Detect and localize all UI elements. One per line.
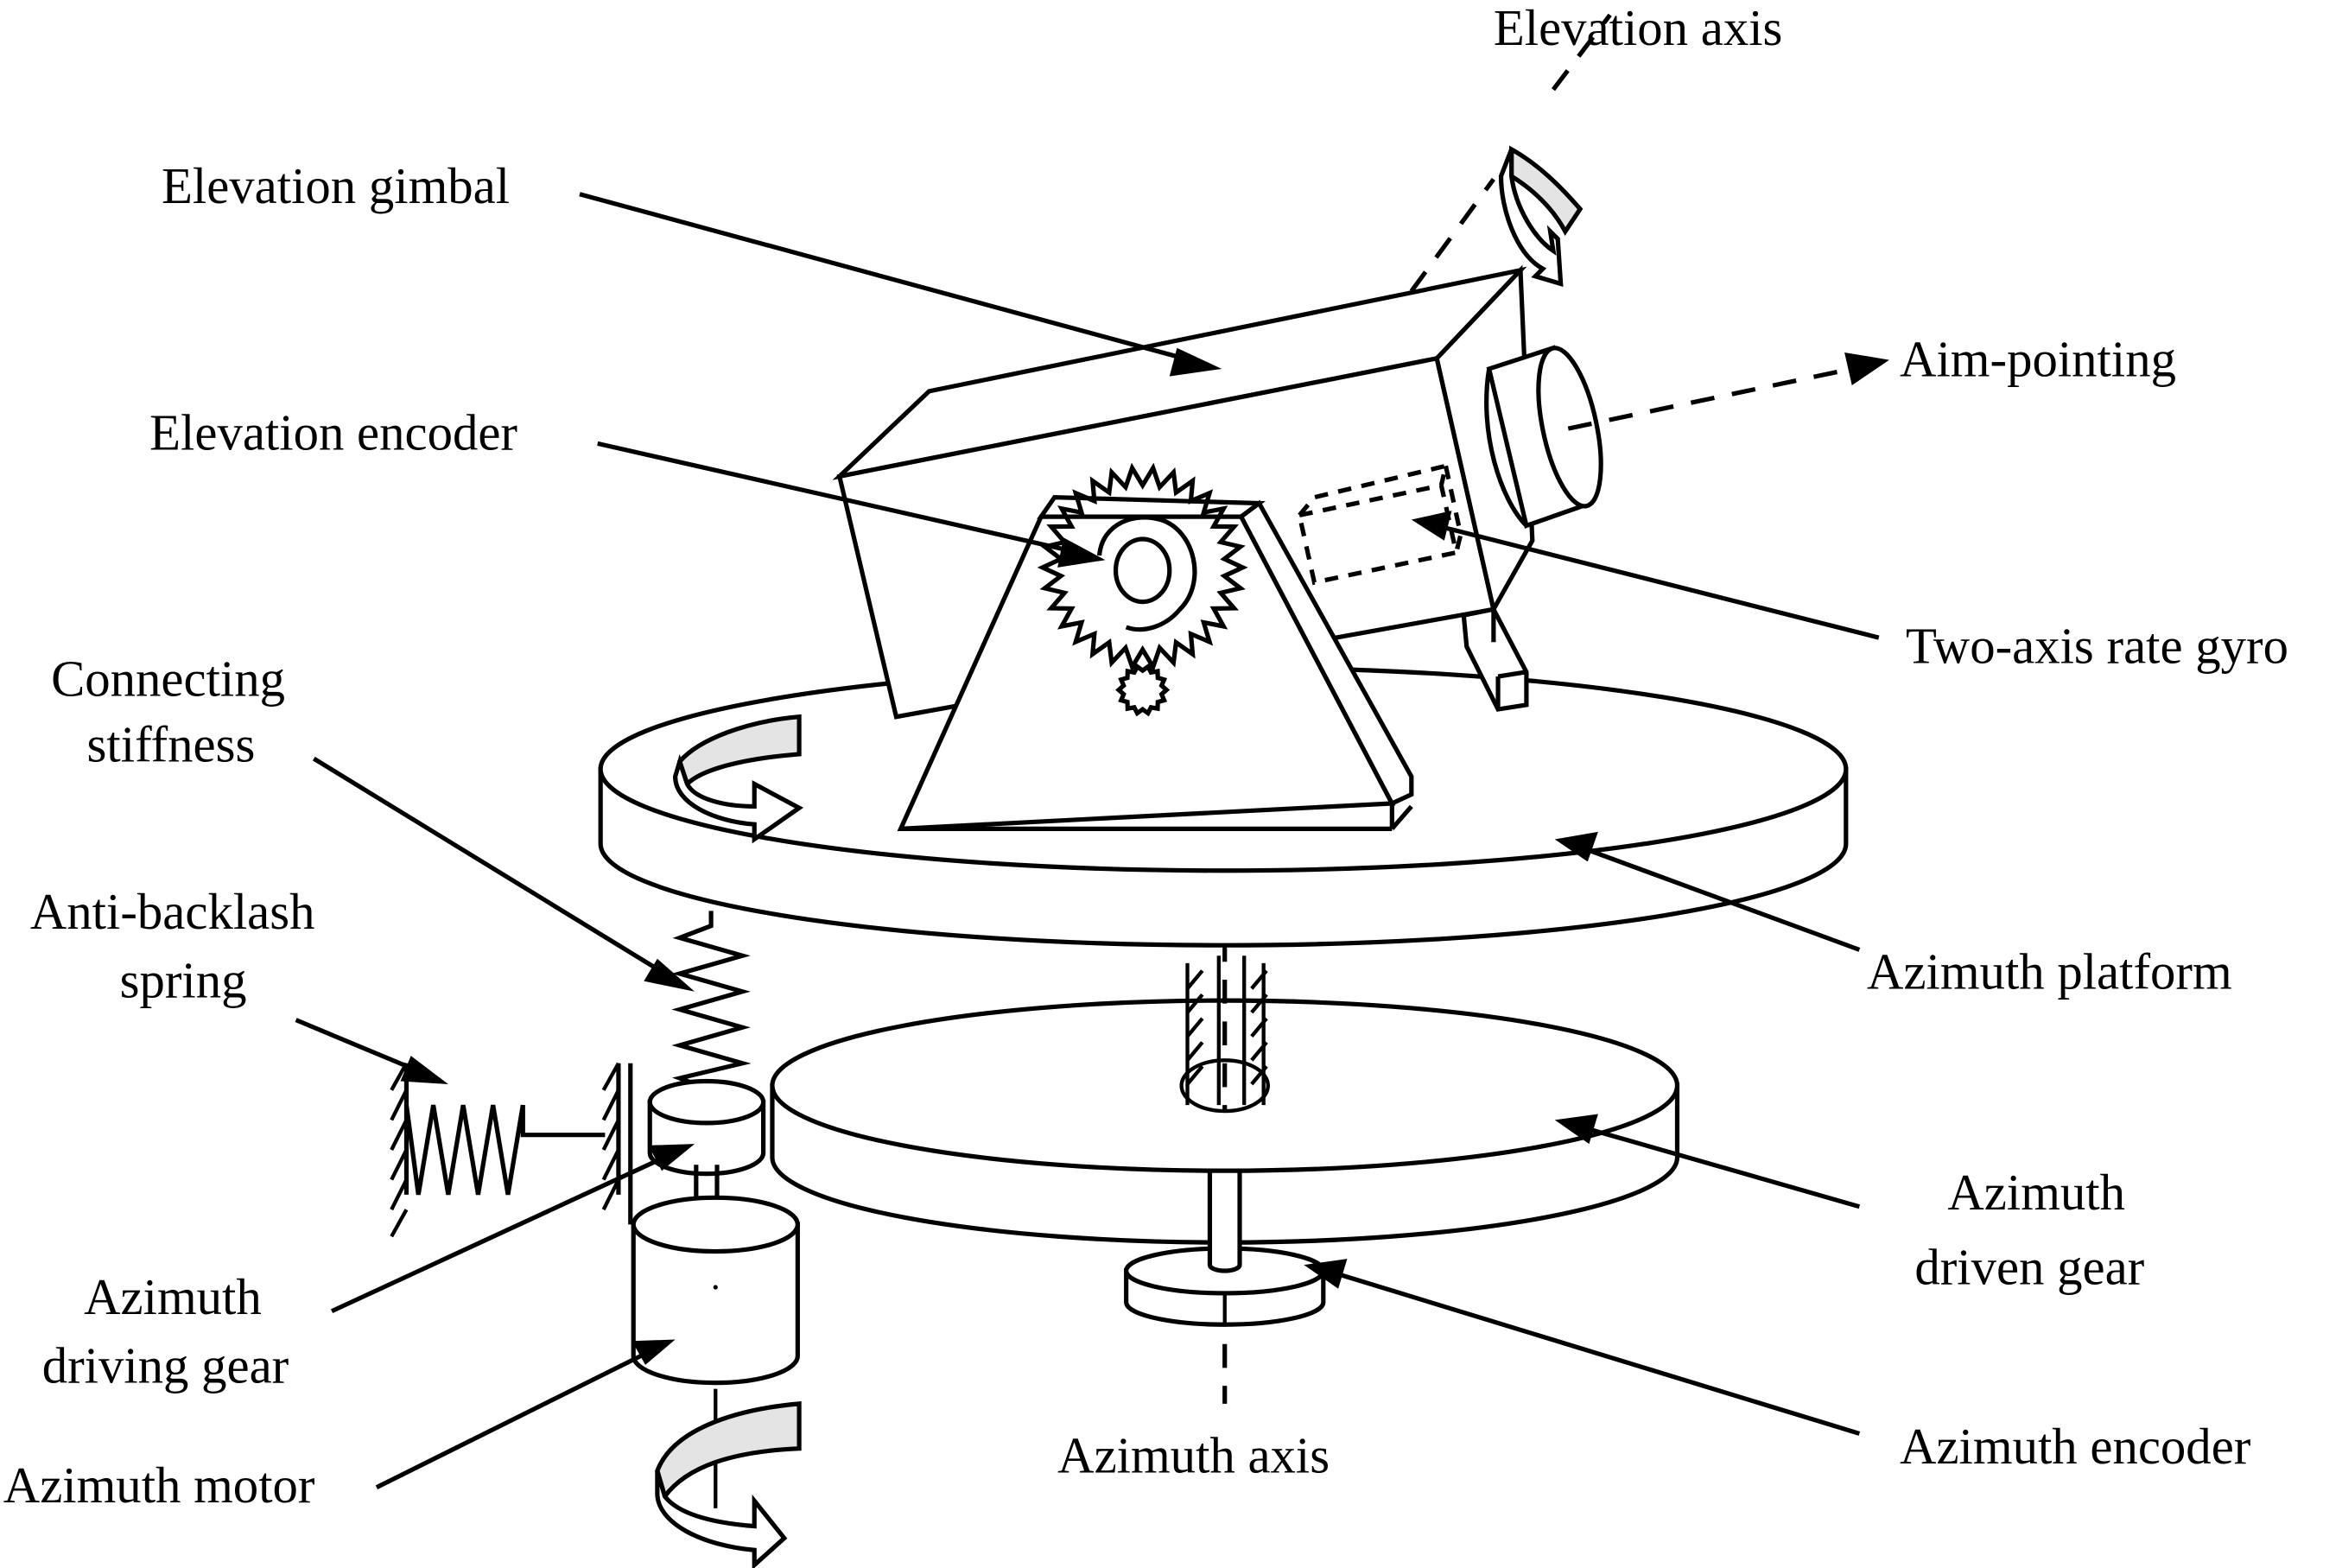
motor-rotation-arrow-icon — [655, 1401, 802, 1568]
label-azimuth-driven-gear-2: driven gear — [1914, 1240, 2144, 1296]
label-azimuth-driving-gear-2: driving gear — [42, 1338, 289, 1394]
label-elevation-axis: Elevation axis — [1494, 0, 1783, 56]
label-elevation-encoder: Elevation encoder — [149, 404, 517, 460]
label-connecting-stiffness-2: stiffness — [87, 717, 256, 773]
azimuth-shaft-bearing — [1185, 937, 1268, 1113]
label-azimuth-driven-gear-1: Azimuth — [1947, 1165, 2125, 1221]
aim-pointing-arrow — [1567, 352, 1889, 431]
connecting-stiffness-spring — [671, 911, 752, 1093]
label-aim-pointing: Aim-pointing — [1900, 332, 2176, 388]
azimuth-encoder-part — [1124, 1168, 1326, 1404]
label-azimuth-driving-gear-1: Azimuth — [84, 1269, 262, 1325]
label-azimuth-platform: Azimuth platform — [1867, 943, 2232, 1000]
rate-gyro-part — [1297, 462, 1463, 586]
label-connecting-stiffness-1: Connecting — [51, 651, 285, 708]
azimuth-motor-part — [631, 1195, 800, 1508]
label-elevation-gimbal: Elevation gimbal — [162, 158, 510, 214]
aim-cylinder — [1484, 345, 1603, 529]
elevation-gear — [1037, 462, 1248, 717]
elevation-rotation-arrow-icon — [1498, 145, 1584, 287]
leader-lines — [295, 192, 1880, 1489]
label-azimuth-motor: Azimuth motor — [3, 1457, 315, 1514]
label-anti-backlash-2: spring — [120, 953, 247, 1009]
label-anti-backlash-1: Anti-backlash — [30, 884, 315, 940]
label-azimuth-encoder: Azimuth encoder — [1900, 1419, 2251, 1475]
label-two-axis-rate-gyro: Two-axis rate gyro — [1906, 618, 2288, 674]
platform-rotation-arrow-icon — [673, 714, 804, 844]
label-azimuth-axis: Azimuth axis — [1057, 1427, 1330, 1483]
anti-backlash-spring-part — [390, 1062, 633, 1238]
elevation-axis-line — [1409, 13, 1612, 293]
